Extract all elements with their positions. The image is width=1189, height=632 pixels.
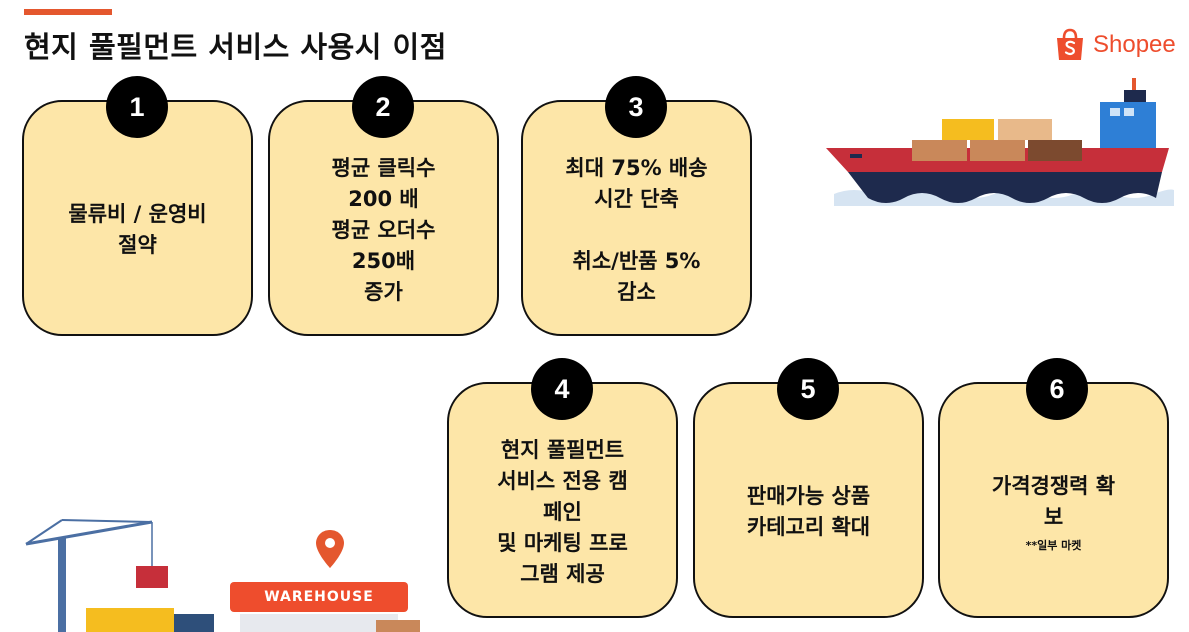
benefit-text: 평균 클릭수 200 배 평균 오더수 250배 증가: [331, 155, 436, 304]
warehouse-sign-text: WAREHOUSE: [264, 589, 374, 605]
benefit-number-badge: 1: [106, 76, 168, 138]
benefit-text: 최대 75% 배송 시간 단축 취소/반품 5% 감소: [565, 155, 708, 304]
location-pin-icon: [316, 530, 344, 568]
benefit-footnote: **일부 마켓: [1025, 539, 1082, 552]
brand-name: Shopee: [1093, 31, 1176, 58]
warehouse-sign: WAREHOUSE: [230, 582, 408, 612]
benefit-text: 현지 풀필먼트 서비스 전용 캠 페인 및 마케팅 프로 그램 제공: [497, 437, 628, 586]
shopee-bag-icon: [1057, 28, 1083, 60]
warehouse-wall: [240, 614, 398, 632]
shopee-logo: Shopee: [1055, 28, 1176, 62]
benefit-number-badge: 3: [605, 76, 667, 138]
benefit-card-5: 판매가능 상품 카테고리 확대: [693, 382, 924, 618]
benefit-number-badge: 5: [777, 358, 839, 420]
benefit-number-badge: 2: [352, 76, 414, 138]
slide-title: 현지 풀필먼트 서비스 사용시 이점: [24, 30, 447, 64]
benefit-text: 물류비 / 운영비 절약: [68, 202, 207, 257]
benefit-card-3: 최대 75% 배송 시간 단축 취소/반품 5% 감소: [521, 100, 752, 336]
benefit-text: 판매가능 상품 카테고리 확대: [746, 484, 871, 539]
benefit-number-badge: 4: [531, 358, 593, 420]
benefit-text: 가격경쟁력 확 보: [991, 474, 1116, 529]
benefit-number-badge: 6: [1026, 358, 1088, 420]
title-accent-bar: [24, 9, 112, 15]
port-crane-illustration: [25, 519, 214, 632]
warehouse-boxes: [376, 620, 420, 632]
benefit-card-1: 물류비 / 운영비 절약: [22, 100, 253, 336]
benefit-card-4: 현지 풀필먼트 서비스 전용 캠 페인 및 마케팅 프로 그램 제공: [447, 382, 678, 618]
cargo-ship-illustration: [826, 78, 1174, 206]
benefit-card-2: 평균 클릭수 200 배 평균 오더수 250배 증가: [268, 100, 499, 336]
